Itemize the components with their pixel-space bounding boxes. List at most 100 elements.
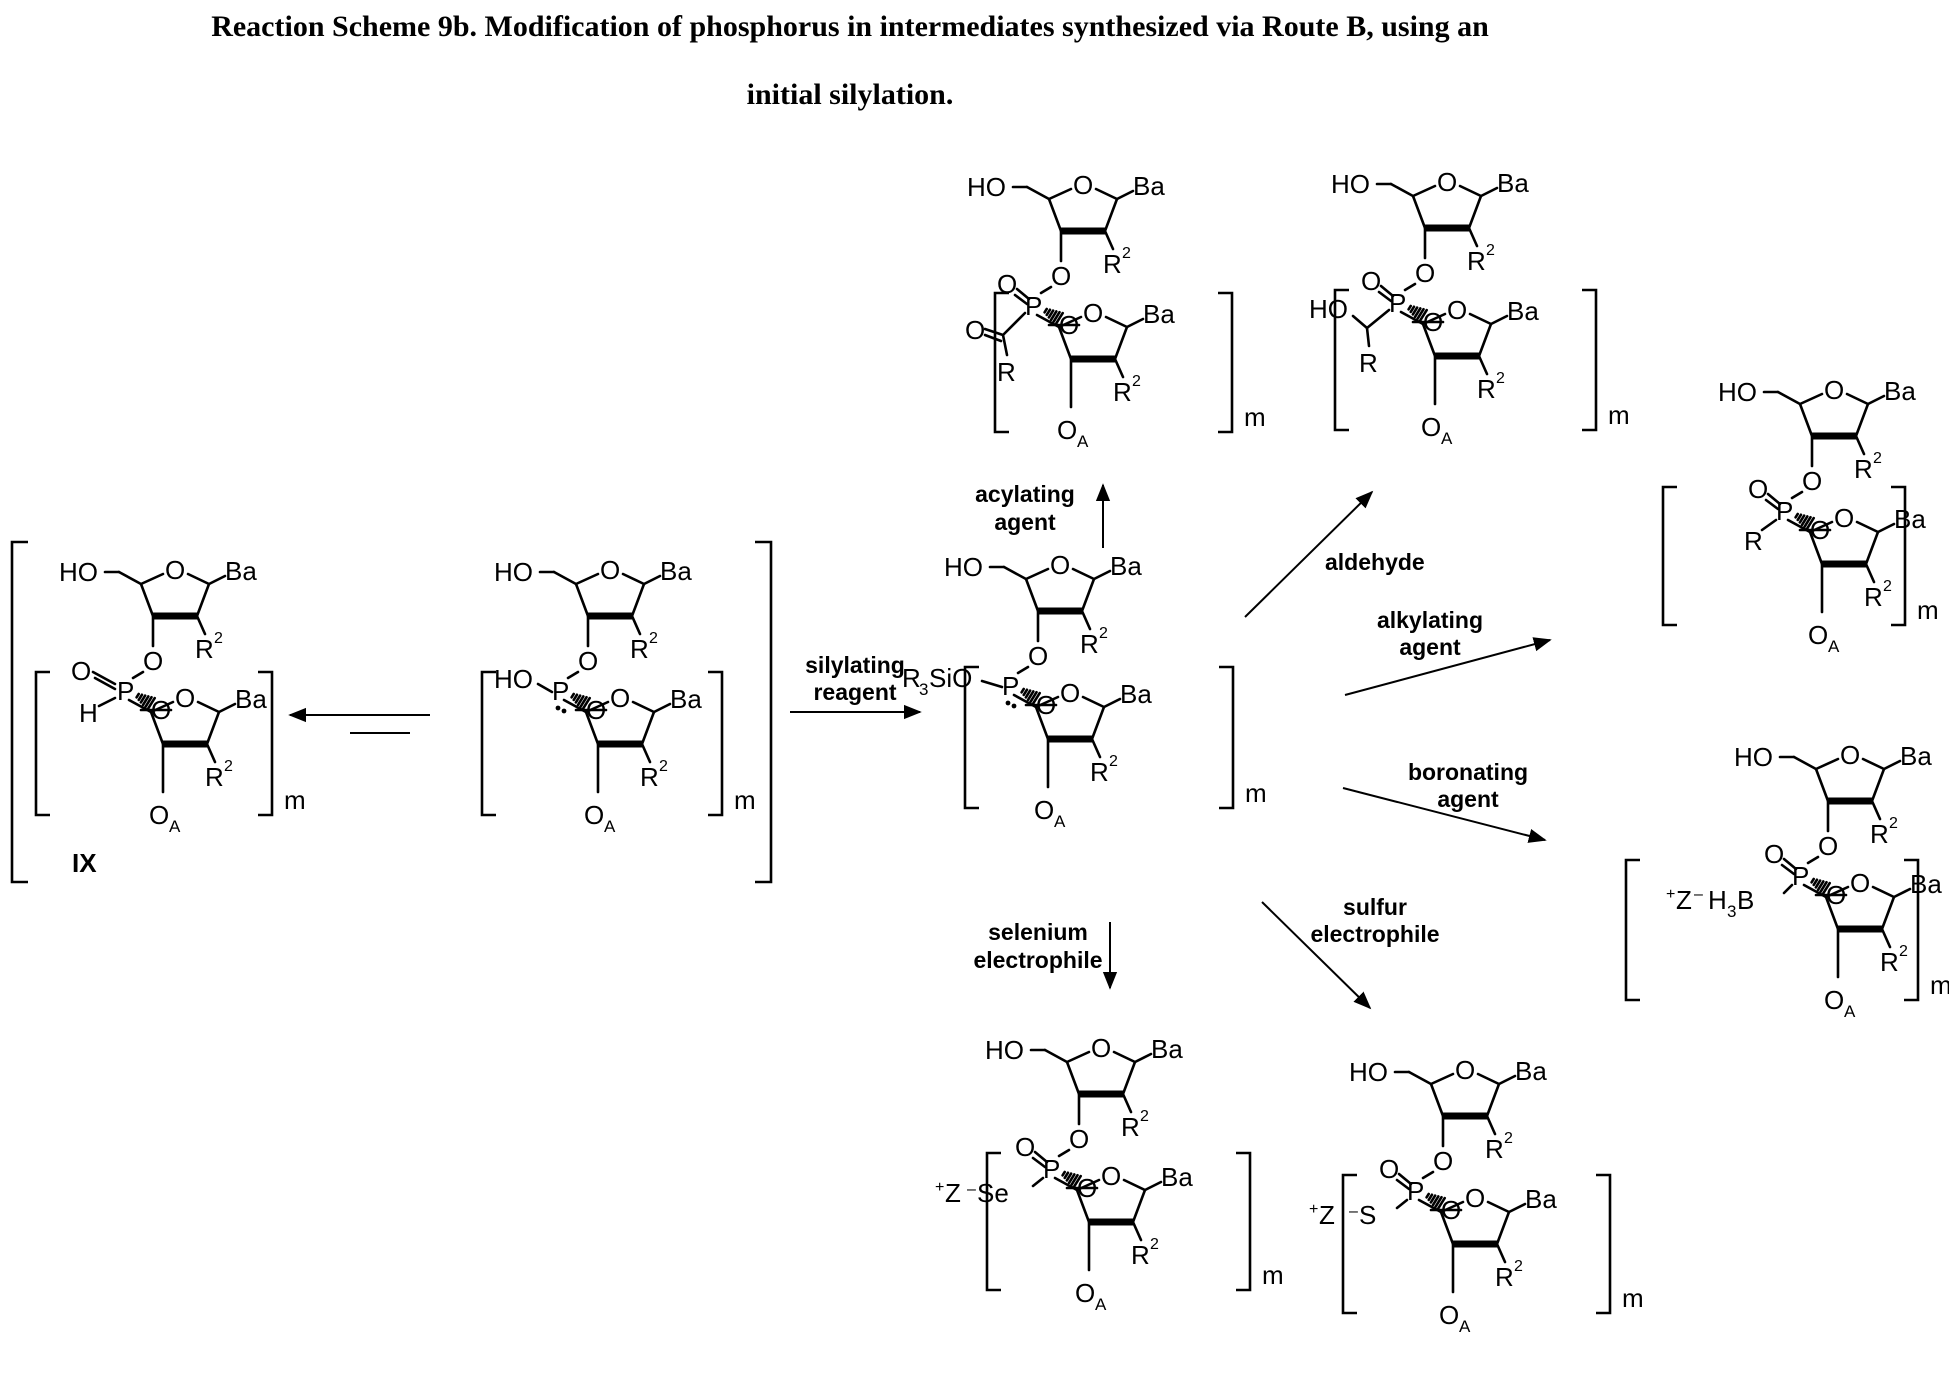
bond <box>623 574 644 584</box>
bond <box>1413 186 1435 196</box>
alkylating-label-1: alkylating <box>1377 607 1483 633</box>
bond <box>1784 885 1792 893</box>
compound-acyl-phosphonate: OBaR2HOOPOOBaR2OAOORm <box>965 170 1266 451</box>
oa-subscript: A <box>1054 812 1066 831</box>
bond <box>1063 1172 1065 1175</box>
bond <box>1124 1180 1145 1190</box>
bond <box>1431 1084 1443 1116</box>
hydrogen-label: H <box>79 698 98 728</box>
r2-label: R <box>1131 1240 1150 1270</box>
acylating-label-2: agent <box>994 509 1056 535</box>
r2-label: R <box>1080 629 1099 659</box>
superscript-2: 2 <box>1486 242 1495 259</box>
ester-oxygen: O <box>578 646 598 676</box>
counterion-z: Z <box>1676 885 1692 915</box>
bond <box>632 616 640 634</box>
boron-label: B <box>1737 885 1754 915</box>
superscript-2: 2 <box>1122 245 1131 262</box>
base-label: Ba <box>1151 1034 1183 1064</box>
oa-subscript: A <box>1828 637 1840 656</box>
charge-minus: – <box>967 1181 976 1198</box>
r-label: R <box>997 357 1016 387</box>
bond <box>137 694 139 697</box>
ring-oxygen: O <box>1437 167 1457 197</box>
r2-label: R <box>1864 582 1883 612</box>
bond <box>1045 1050 1067 1062</box>
bond <box>1114 1052 1135 1062</box>
repeat-bracket-left <box>1626 860 1640 1000</box>
ring-oxygen: O <box>1073 170 1093 200</box>
bond <box>1092 707 1104 739</box>
compound-thiophosphate: OBaR2HOOPOOBaR2OAO+Z–Sm <box>1309 1055 1644 1336</box>
hydroxyl-label: HO <box>494 557 533 587</box>
repeat-bracket-right <box>1236 1153 1250 1290</box>
molecule-structures: OBaR2HOOPOOBaR2OAOHmOBaR2HOOPOOBaR2OAHOm… <box>36 167 1949 1336</box>
hydroxyl-label: HO <box>967 172 1006 202</box>
bond <box>1409 1072 1431 1084</box>
repeat-bracket-right <box>708 672 722 815</box>
bond <box>1022 689 1024 692</box>
bond <box>1816 769 1828 801</box>
bond <box>1405 284 1415 290</box>
compound-ix-h-phosphonate: OBaR2HOOPOOBaR2OAOHm <box>36 555 306 836</box>
bond <box>632 584 644 616</box>
compound-alkyl-phosphonate: OBaR2HOOPOOBaR2OAORm <box>1663 375 1939 656</box>
bond <box>1115 359 1123 377</box>
ester-oxygen: O <box>1051 261 1071 291</box>
oa-subscript: A <box>1441 429 1453 448</box>
bond <box>1872 801 1880 819</box>
bond <box>1073 569 1094 579</box>
boronating-label-1: boronating <box>1408 759 1528 785</box>
base-label: Ba <box>670 684 702 714</box>
repeat-bracket-left <box>987 1153 1001 1290</box>
base-label: Ba <box>235 684 267 714</box>
lone-pair <box>556 706 561 711</box>
bond <box>1092 739 1100 757</box>
acylating-arrow: acylating agent <box>975 481 1103 548</box>
hydroxyl-label: HO <box>1734 742 1773 772</box>
bond <box>1497 1212 1509 1244</box>
subscript-3: 3 <box>1727 902 1736 921</box>
oa-subscript: A <box>1077 432 1089 451</box>
subscript-3: 3 <box>919 680 928 699</box>
oa-oxygen: O <box>1439 1300 1459 1330</box>
repeat-count-m: m <box>1930 970 1949 1000</box>
bond <box>1866 564 1874 582</box>
repeat-bracket-right <box>1596 1175 1610 1313</box>
counterion-z: Z <box>945 1178 961 1208</box>
compound-label-ix: IX <box>72 848 97 878</box>
r-label: R <box>1359 348 1378 378</box>
superscript-2: 2 <box>649 630 658 647</box>
bond <box>1049 189 1071 199</box>
sulfur-label: S <box>1359 1200 1376 1230</box>
ring-oxygen: O <box>1834 503 1854 533</box>
base-label: Ba <box>1507 296 1539 326</box>
compound-silyl-phosphite: OBaR2HOOPOOBaR2OAR3SiOm <box>902 550 1267 831</box>
bond <box>1857 522 1878 532</box>
bond <box>1026 569 1048 579</box>
bond <box>1509 1204 1525 1212</box>
bond <box>1800 394 1822 404</box>
base-label: Ba <box>1497 168 1529 198</box>
oa-oxygen: O <box>1034 795 1054 825</box>
hydroxyl-label: HO <box>985 1035 1024 1065</box>
bond <box>1067 1052 1089 1062</box>
oa-subscript: A <box>1459 1317 1471 1336</box>
bond <box>1059 1150 1069 1156</box>
bond <box>1115 327 1127 359</box>
bond <box>1866 532 1878 564</box>
ring-oxygen: O <box>1050 550 1070 580</box>
bond <box>1856 404 1868 436</box>
bond <box>1105 199 1117 231</box>
bond <box>1135 1054 1151 1062</box>
bond <box>1479 324 1491 356</box>
superscript-2: 2 <box>1883 578 1892 595</box>
base-label: Ba <box>1120 679 1152 709</box>
sulfur-label-2: electrophile <box>1310 921 1439 947</box>
oa-oxygen: O <box>1075 1278 1095 1308</box>
bond <box>1033 1178 1043 1186</box>
repeat-bracket-right <box>1582 290 1596 430</box>
base-label: Ba <box>1143 299 1175 329</box>
base-label: Ba <box>1110 551 1142 581</box>
